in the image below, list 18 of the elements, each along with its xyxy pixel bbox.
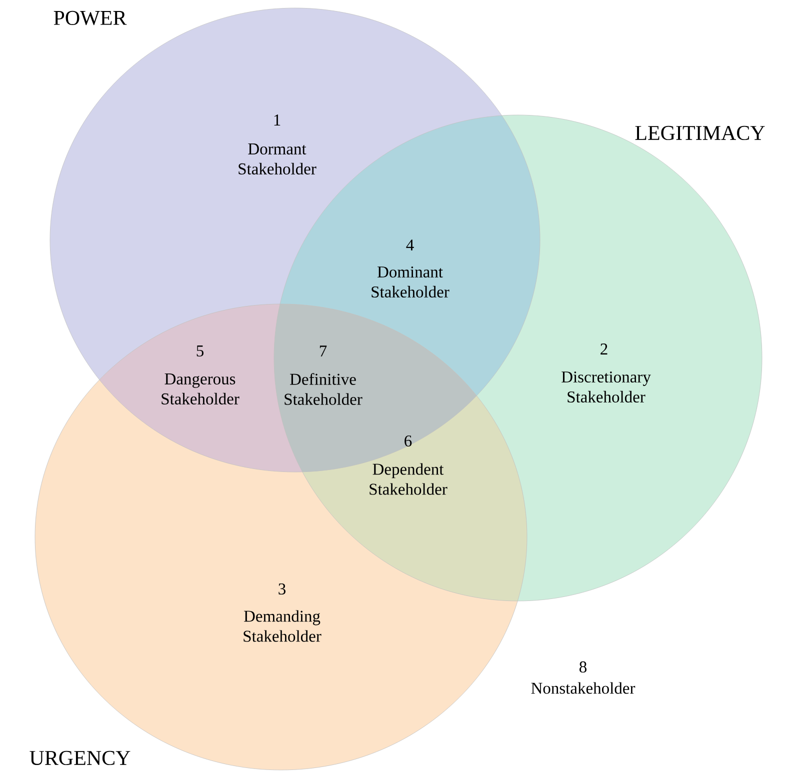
region-label: Definitive Stakeholder bbox=[284, 373, 362, 405]
region-label: Dangerous Stakeholder bbox=[162, 374, 240, 404]
set-heading: URGENCY bbox=[30, 750, 130, 766]
region-label: Demanding Stakeholder bbox=[244, 610, 322, 642]
set-heading: POWER bbox=[54, 10, 127, 26]
region-label: 4 bbox=[406, 240, 414, 250]
region-label: 2 bbox=[600, 344, 608, 354]
region-label: Discretionary Stakeholder bbox=[562, 371, 651, 403]
region-label: Dependent Stakeholder bbox=[370, 463, 448, 495]
region-label: 6 bbox=[404, 435, 412, 447]
region-label: 5 bbox=[196, 346, 204, 356]
region-label: Dominant Stakeholder bbox=[372, 266, 450, 298]
region-label: 1 bbox=[274, 114, 280, 126]
region-label: Dormant Stakeholder bbox=[238, 144, 316, 174]
region-label: 8 bbox=[580, 661, 586, 673]
set-heading: LEGITIMACY bbox=[635, 126, 765, 140]
region-label: 3 bbox=[278, 583, 286, 595]
region-label: 7 bbox=[320, 346, 327, 356]
